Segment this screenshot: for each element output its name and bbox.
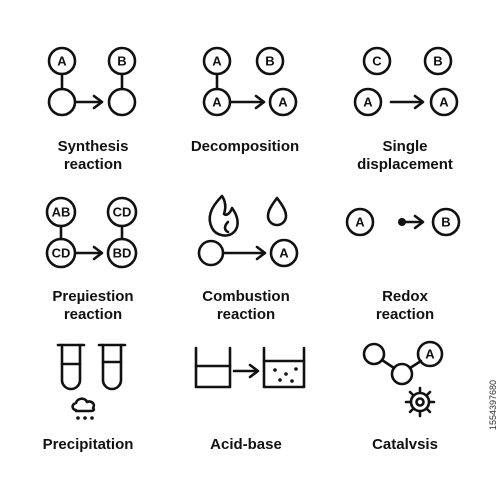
watermark-id: 1554397680 <box>488 380 498 431</box>
single-displacement-label: Single displacement <box>357 138 453 173</box>
node-label: C <box>372 54 382 69</box>
node-label: A <box>363 95 373 110</box>
node-label: A <box>425 347 435 362</box>
combustion-label: Combustion reaction <box>202 288 290 323</box>
catalysis-label: Catalvsis <box>372 436 438 453</box>
redox-label: Redox reaction <box>375 288 435 323</box>
node-label: A <box>278 95 288 110</box>
node-label: A <box>279 246 289 261</box>
node-label: B <box>117 54 126 69</box>
node-label: A <box>212 95 222 110</box>
acid-base-label: Acid-base <box>210 436 282 453</box>
double-displacement-label: Preµiestion reaction <box>52 288 134 323</box>
decomposition-label: Decomposition <box>190 138 300 155</box>
node-label: B <box>265 54 274 69</box>
node-label: CD <box>52 246 71 261</box>
node-label: A <box>439 95 449 110</box>
synthesis-label: Synthesis reaction <box>57 138 129 173</box>
node-label: B <box>441 215 450 230</box>
node-label: AB <box>52 205 71 220</box>
node-label: A <box>212 54 222 69</box>
gear-icon <box>404 386 436 418</box>
node-label: A <box>57 54 67 69</box>
node-label: CD <box>113 205 132 220</box>
node-label: BD <box>113 246 132 261</box>
node-label: B <box>433 54 442 69</box>
node-label: A <box>355 215 365 230</box>
precipitation-label: Precipitation <box>42 436 134 453</box>
